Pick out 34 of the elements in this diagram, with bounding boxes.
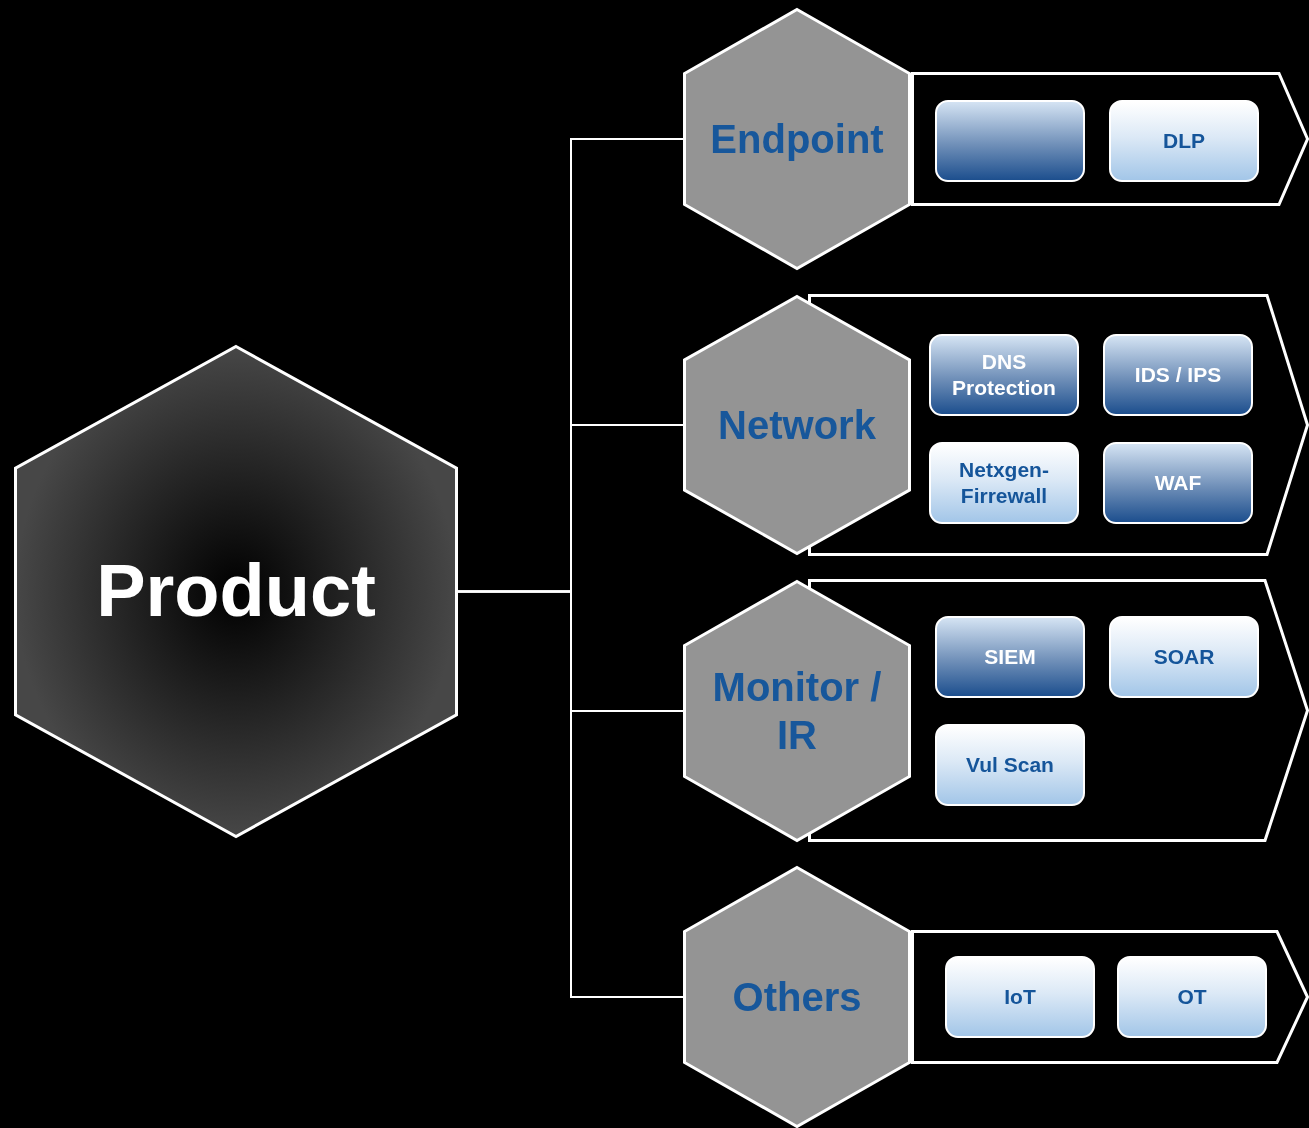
product-label: WAF: [1154, 469, 1202, 496]
product-label: IDS / IPS: [1134, 361, 1222, 388]
product-box: [1103, 442, 1253, 524]
product-label: OT: [1177, 983, 1207, 1010]
product-box: [1103, 334, 1253, 416]
product-label: IoT: [1004, 983, 1036, 1010]
product-box: [935, 100, 1085, 182]
product-label: DLP: [1163, 127, 1205, 154]
category-hexagon: [683, 8, 911, 270]
product-hexagon: [14, 345, 458, 838]
product-label: DNS Protection: [951, 348, 1057, 401]
category-label: Network: [717, 402, 877, 449]
category-hexagon: [683, 580, 911, 842]
product-box: [935, 724, 1085, 806]
category-hexagon: [683, 866, 911, 1128]
product-box: [1117, 956, 1267, 1038]
category-band: [911, 930, 1309, 1064]
product-box: [1109, 616, 1259, 698]
product-label: SIEM: [984, 643, 1036, 670]
category-label: Endpoint: [709, 116, 885, 163]
product-label: Vul Scan: [966, 751, 1054, 778]
category-label: Others: [731, 974, 863, 1021]
product-label: SOAR: [1153, 643, 1215, 670]
product-box: [945, 956, 1095, 1038]
product-box: [1109, 100, 1259, 182]
title-text: Product: [96, 548, 376, 635]
product-box: [935, 616, 1085, 698]
product-box: [929, 334, 1079, 416]
category-label: Monitor / IR: [711, 664, 883, 759]
product-box: [929, 442, 1079, 524]
product-label: Netxgen- Firrewall: [958, 456, 1050, 509]
connector-line: [457, 590, 684, 998]
category-band: [911, 72, 1309, 206]
category-hexagon: [683, 295, 911, 555]
